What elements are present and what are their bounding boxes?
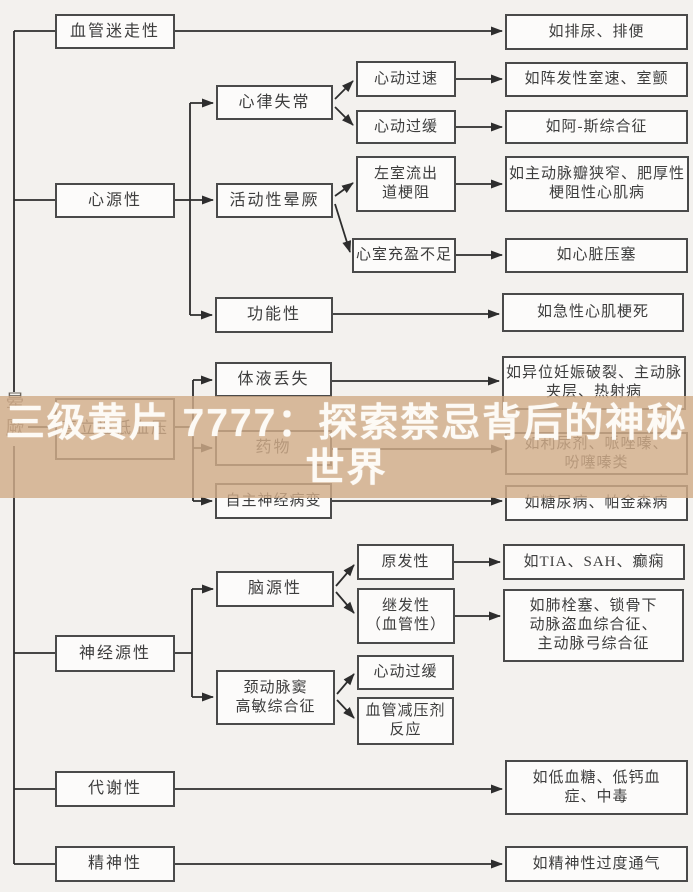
node-secondary-vascular-label: （血管性） <box>365 617 446 633</box>
node-ex-aortic-stenosis-label: 梗阻性心肌病 <box>548 185 645 201</box>
arrow-connector <box>334 203 352 253</box>
node-neurogenic-label: 神经源性 <box>78 644 151 662</box>
node-bradycardia-neuro: 心动过缓 <box>357 655 454 690</box>
node-psychogenic-label: 精神性 <box>87 855 142 872</box>
node-ventricular-filling: 心室充盈不足 <box>352 238 456 273</box>
watermark-band <box>0 396 693 498</box>
node-ex-urination: 如排尿、排便 <box>505 14 688 50</box>
node-activity-syncope-label: 活动性晕厥 <box>229 191 320 209</box>
node-primary: 原发性 <box>357 544 454 580</box>
node-vasodepressor-reaction: 血管减压剂反应 <box>357 697 454 745</box>
node-ex-adams-stokes-label: 如阿-斯综合征 <box>545 118 648 135</box>
node-ex-pulmonary-embolism-label: 主动脉弓综合征 <box>537 635 650 652</box>
node-ex-ectopic-pregnancy-label: 如异位妊娠破裂、主动脉 <box>505 365 682 382</box>
node-ex-tamponade-label: 如心脏压塞 <box>556 247 637 264</box>
node-lvot-obstruction-label: 左室流出 <box>373 166 438 183</box>
watermark-text: 三级黄片 7777：探索禁忌背后的神秘 世界 <box>0 401 693 491</box>
node-arrhythmia: 心律失常 <box>216 85 333 120</box>
node-ex-hypoglycemia: 如低血糖、低钙血症、中毒 <box>505 760 688 815</box>
node-ex-aortic-stenosis-label: 如主动脉瓣狭窄、肥厚性 <box>508 166 685 183</box>
node-ex-hyperventilation: 如精神性过度通气 <box>505 846 688 882</box>
node-ex-aortic-stenosis: 如主动脉瓣狭窄、肥厚性梗阻性心肌病 <box>505 156 689 212</box>
node-cardiogenic-label: 心源性 <box>87 191 142 209</box>
node-ex-ami: 如急性心肌梗死 <box>502 293 684 332</box>
node-secondary-vascular: 继发性 （血管性） <box>357 588 455 644</box>
arrow-connector <box>336 699 355 719</box>
node-ex-tia-sah: 如TIA、SAH、癫痫 <box>503 544 685 580</box>
arrow-connector <box>335 564 355 587</box>
node-metabolic: 代谢性 <box>55 771 175 807</box>
node-functional-label: 功能性 <box>246 306 301 323</box>
node-fluid-loss: 体液丢失 <box>215 362 332 397</box>
arrow-connector <box>334 106 354 126</box>
node-primary-label: 原发性 <box>381 553 430 570</box>
arrow-connector <box>335 591 355 614</box>
node-lvot-obstruction-label: 道梗阻 <box>381 185 430 201</box>
node-ex-pulmonary-embolism-label: 如肺栓塞、锁骨下 <box>529 598 658 615</box>
node-lvot-obstruction: 左室流出道梗阻 <box>356 156 456 212</box>
node-ex-pulmonary-embolism: 如肺栓塞、锁骨下动脉盗血综合征、主动脉弓综合征 <box>503 589 684 662</box>
node-neurogenic: 神经源性 <box>55 635 175 672</box>
node-ex-hypoglycemia-label: 如低血糖、低钙血 <box>532 769 661 786</box>
node-ex-pulmonary-embolism-label: 动脉盗血综合征、 <box>529 617 658 634</box>
node-vasodepressor-reaction-label: 血管减压剂 <box>365 703 446 720</box>
node-vasovagal: 血管迷走性 <box>55 14 175 49</box>
node-carotid-sinus-label: 高敏综合征 <box>235 698 316 715</box>
node-ventricular-filling-label: 心室充盈不足 <box>355 247 452 264</box>
node-tachycardia: 心动过速 <box>356 61 456 97</box>
node-ex-adams-stokes: 如阿-斯综合征 <box>505 110 688 144</box>
node-ex-tamponade: 如心脏压塞 <box>505 238 688 273</box>
node-carotid-sinus-label: 颈动脉窦 <box>243 679 308 696</box>
watermark-line1: 三级黄片 7777：探索禁忌背后的神秘 <box>5 402 688 445</box>
arrow-connector <box>334 182 354 197</box>
node-ex-vt-vf-label: 如阵发性室速、室颤 <box>524 71 669 88</box>
node-vasodepressor-reaction-label: 反应 <box>389 722 422 738</box>
watermark-line2: 世界 <box>305 447 388 490</box>
node-functional: 功能性 <box>215 297 333 333</box>
node-carotid-sinus: 颈动脉窦高敏综合征 <box>216 670 335 725</box>
node-fluid-loss-label: 体液丢失 <box>237 370 310 388</box>
node-secondary-vascular-label: 继发性 <box>381 598 430 615</box>
node-ex-ami-label: 如急性心肌梗死 <box>536 304 649 321</box>
node-cerebrogenic: 脑源性 <box>216 571 334 607</box>
node-activity-syncope: 活动性晕厥 <box>216 183 333 218</box>
node-ex-diabetes-parkinson-label: 如糖尿病、帕金森病 <box>524 494 669 511</box>
node-psychogenic: 精神性 <box>55 846 175 882</box>
arrow-connector <box>334 80 354 100</box>
node-ex-tia-sah-label: 如TIA、SAH、癫痫 <box>523 553 665 570</box>
node-ex-urination-label: 如排尿、排便 <box>548 23 645 40</box>
node-cardiogenic: 心源性 <box>55 183 175 218</box>
node-arrhythmia-label: 心律失常 <box>238 93 311 111</box>
node-ex-vt-vf: 如阵发性室速、室颤 <box>505 62 688 97</box>
node-bradycardia: 心动过缓 <box>356 110 456 144</box>
node-ex-hyperventilation-label: 如精神性过度通气 <box>532 855 661 872</box>
arrow-connector <box>336 673 355 695</box>
node-cerebrogenic-label: 脑源性 <box>247 580 302 597</box>
node-bradycardia-label: 心动过缓 <box>373 118 438 135</box>
node-ex-hypoglycemia-label: 症、中毒 <box>564 788 629 805</box>
node-bradycardia-neuro-label: 心动过缓 <box>373 664 438 681</box>
node-metabolic-label: 代谢性 <box>87 780 142 797</box>
node-vasovagal-label: 血管迷走性 <box>69 22 160 40</box>
node-tachycardia-label: 心动过速 <box>373 70 438 87</box>
